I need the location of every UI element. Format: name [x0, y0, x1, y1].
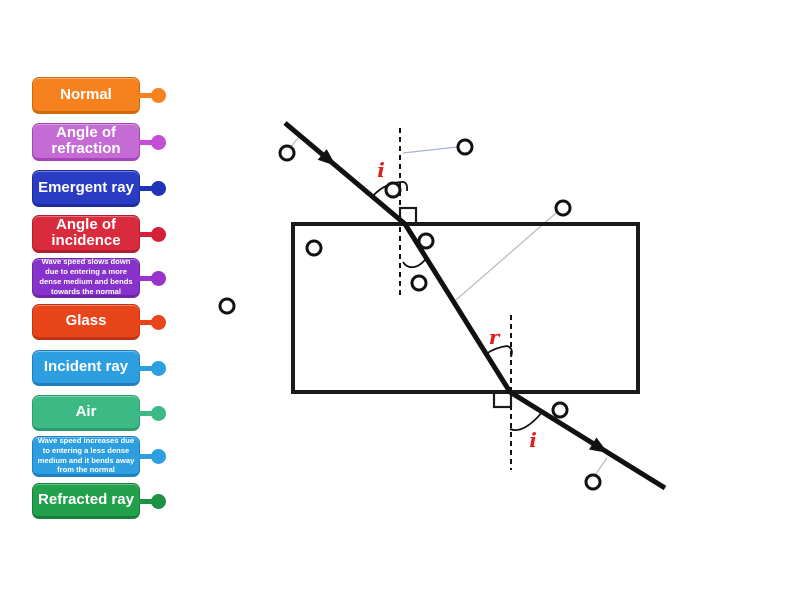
- refracted-ray: [402, 222, 513, 394]
- label-row: Normal: [32, 77, 202, 114]
- connector-dot[interactable]: [151, 314, 166, 330]
- label-row: Angle of refraction: [32, 123, 202, 161]
- angle-arc-incidence-entry: [371, 181, 409, 198]
- angle-label-r-exit: r: [489, 325, 501, 349]
- connector-dot[interactable]: [151, 405, 166, 421]
- label-row: Angle of incidence: [32, 215, 202, 253]
- label-row: Wave speed increases due to entering a l…: [32, 436, 202, 477]
- drop-point-emergent-ray[interactable]: [584, 473, 602, 491]
- drop-point-angle-refraction-entry[interactable]: [410, 274, 428, 292]
- label-row: Glass: [32, 304, 202, 340]
- angle-arc-incidence-exit: [509, 410, 544, 431]
- glass-block: [291, 222, 640, 394]
- connector-dot[interactable]: [151, 226, 166, 242]
- label-row: Emergent ray: [32, 170, 202, 207]
- hint-line-refracted-ray: [455, 212, 557, 301]
- connector-dot[interactable]: [151, 360, 166, 376]
- arrowhead-emergent: [589, 437, 608, 453]
- drop-point-air[interactable]: [218, 297, 236, 315]
- drop-point-refracted-ray[interactable]: [554, 199, 572, 217]
- drop-point-normal[interactable]: [456, 138, 474, 156]
- emergent-ray: [508, 389, 667, 491]
- connector-stem: [139, 275, 153, 281]
- hint-line-normal: [402, 146, 458, 154]
- drop-point-glass[interactable]: [305, 239, 323, 257]
- label-emergent-ray[interactable]: Emergent ray: [32, 170, 140, 207]
- drop-point-angle-incidence-entry[interactable]: [384, 181, 402, 199]
- connector-stem: [139, 454, 153, 459]
- connector-stem: [139, 93, 153, 98]
- label-angle-of-refraction[interactable]: Angle of refraction: [32, 123, 140, 161]
- connector-dot[interactable]: [151, 88, 166, 103]
- connector-dot[interactable]: [151, 493, 166, 509]
- incident-ray: [283, 121, 407, 226]
- angle-label-i-exit: i: [529, 428, 537, 452]
- connector-dot[interactable]: [151, 270, 166, 286]
- connector-stem: [139, 410, 153, 416]
- angle-label-i-entry: i: [377, 158, 385, 182]
- connector-stem: [139, 319, 153, 325]
- angle-arc-refraction-entry: [402, 256, 428, 268]
- arrowhead-incident: [317, 149, 336, 166]
- connector-stem: [139, 186, 153, 191]
- angle-arc-refraction-exit: [485, 345, 513, 358]
- label-normal[interactable]: Normal: [32, 77, 140, 114]
- drop-point-incident-ray[interactable]: [278, 144, 296, 162]
- label-refracted-ray[interactable]: Refracted ray: [32, 483, 140, 519]
- drop-point-angle-incidence-exit[interactable]: [551, 401, 569, 419]
- connector-stem: [139, 231, 153, 237]
- label-incident-ray[interactable]: Incident ray: [32, 350, 140, 386]
- label-row: Air: [32, 395, 202, 431]
- connector-dot[interactable]: [151, 134, 166, 150]
- connector-dot[interactable]: [151, 181, 166, 196]
- label-wave-speed-increases[interactable]: Wave speed increases due to entering a l…: [32, 436, 140, 477]
- label-angle-of-incidence[interactable]: Angle of incidence: [32, 215, 140, 253]
- drop-point-near-entry-inside[interactable]: [417, 232, 435, 250]
- label-row: Refracted ray: [32, 483, 202, 519]
- right-angle-marker-exit: [492, 390, 513, 409]
- label-glass[interactable]: Glass: [32, 304, 140, 340]
- label-row: Incident ray: [32, 350, 202, 386]
- label-air[interactable]: Air: [32, 395, 140, 431]
- connector-stem: [139, 139, 153, 145]
- connector-stem: [139, 498, 153, 504]
- connector-stem: [139, 365, 153, 371]
- connector-dot[interactable]: [151, 449, 166, 464]
- label-row: Wave speed slows down due to entering a …: [32, 257, 202, 298]
- hint-line-emergent-ray: [594, 457, 608, 476]
